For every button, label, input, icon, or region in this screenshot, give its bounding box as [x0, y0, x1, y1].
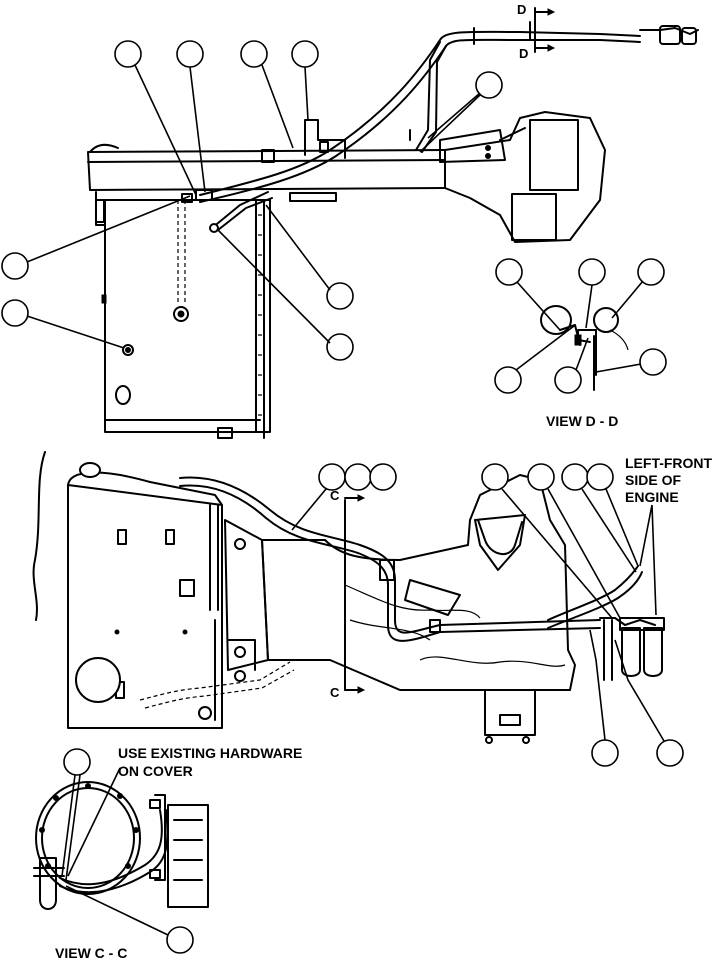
battery-box-front	[67, 484, 223, 729]
left-front-label-line1: LEFT-FRONT	[625, 455, 713, 471]
battery-box	[104, 199, 271, 433]
callout-circle	[1, 299, 29, 327]
section-c-label-bottom: C	[330, 685, 340, 700]
cable-run-1	[199, 30, 641, 196]
view-cc: USE EXISTING HARDWARE ON COVER VIEW C - …	[33, 745, 302, 961]
section-d-label-bottom: D	[519, 46, 528, 61]
cable-run-2	[179, 476, 601, 634]
callout-circle	[240, 40, 268, 68]
callout-circle	[176, 40, 204, 68]
top-callouts	[1, 40, 503, 361]
view-dd: VIEW D - D	[494, 258, 667, 429]
section-c-label-top: C	[330, 488, 340, 503]
callout-circle	[326, 282, 354, 310]
left-front-label-line3: ENGINE	[625, 489, 679, 505]
left-front-label-line2: SIDE OF	[625, 472, 681, 488]
middle-callouts: LEFT-FRONT SIDE OF ENGINE	[291, 455, 713, 767]
callout-circle	[475, 71, 503, 99]
use-existing-label-line2: ON COVER	[118, 763, 193, 779]
middle-assembly: C C	[32, 451, 665, 744]
callout-circle	[291, 40, 319, 68]
callout-circle	[1, 252, 29, 280]
callout-circle	[326, 333, 354, 361]
intake-housing	[444, 111, 606, 243]
section-d-label-top: D	[517, 2, 526, 17]
view-cc-caption: VIEW C - C	[55, 945, 127, 961]
view-dd-caption: VIEW D - D	[546, 413, 618, 429]
callout-circle	[114, 40, 142, 68]
top-assembly: D D	[87, 2, 699, 439]
use-existing-label-line1: USE EXISTING HARDWARE	[118, 745, 302, 761]
engine-housing	[261, 474, 576, 691]
frame-rail	[87, 149, 446, 191]
